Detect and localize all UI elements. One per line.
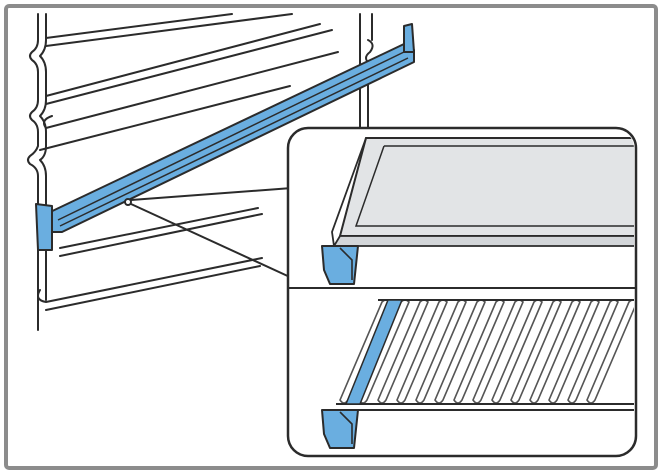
shelf-wire-8 [59, 213, 263, 257]
telescopic-rail-highlight [35, 23, 415, 251]
detail-panel [286, 126, 638, 458]
shelf-wire-5 [43, 51, 339, 129]
shelf-wire-2 [45, 13, 293, 47]
right-post-hook [365, 39, 374, 65]
tray-runner-clip [321, 245, 359, 285]
shelf-wire-10 [45, 265, 261, 311]
shelf-wire-9 [37, 257, 263, 303]
shelf-wire-3 [45, 23, 321, 97]
wall-profile-inner [39, 13, 47, 301]
callout-connector [124, 187, 293, 279]
tray-rim [354, 145, 634, 227]
tray-runner-clip-notch [339, 247, 353, 280]
rack-front-bar [336, 403, 634, 411]
tray-front-edge [332, 235, 634, 247]
callout-origin [124, 198, 132, 206]
rail-groove [57, 51, 409, 227]
shelf-wire-7 [59, 207, 259, 249]
outer-frame [4, 4, 658, 470]
shelf-wire-1 [45, 13, 233, 39]
callout-line-lower [130, 203, 293, 279]
shelf-wire-4 [45, 29, 333, 105]
tray-side-edge [331, 137, 367, 247]
callout-line-upper [130, 187, 293, 201]
tray-surface [338, 137, 634, 237]
rack-runner-clip [321, 409, 359, 449]
rail-rear-tab [403, 23, 415, 53]
detail-tray-view [321, 137, 634, 285]
wall-profile [27, 13, 39, 331]
shelf-wire-6 [39, 85, 291, 151]
rack-runner-strip [345, 299, 403, 405]
rail-front-clip [35, 203, 53, 251]
detail-rack-view [321, 299, 634, 449]
rack-runner-clip-notch [339, 411, 353, 444]
